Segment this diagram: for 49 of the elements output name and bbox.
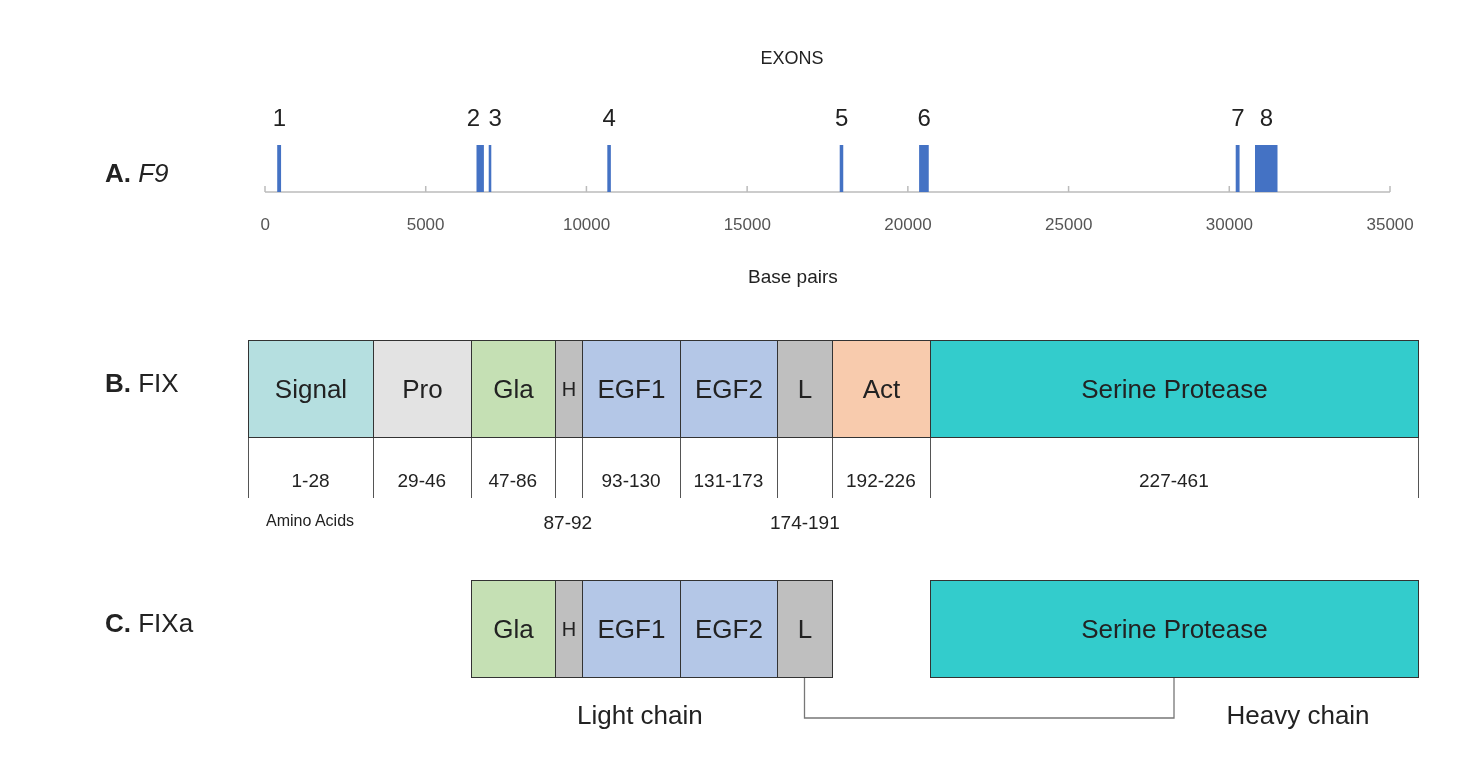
exon-number: 4 [602,104,616,132]
domain-box: L [777,580,833,678]
linkage-line [803,677,1175,719]
domain-box: Act [832,340,931,438]
exon-number: 3 [488,104,502,132]
domain-box: Gla [471,340,556,438]
residue-range: 174-191 [770,512,840,534]
residue-range: 192-226 [846,470,916,492]
exon-number: 5 [834,104,849,132]
exon-number: 7 [1231,104,1245,132]
panel-label: A. F9 [105,158,169,189]
domain-box: L [777,340,833,438]
domain-box: EGF2 [680,340,778,438]
chain-label: Light chain [577,700,703,731]
exon-number: 1 [272,104,286,132]
tick-label: 0 [260,215,270,235]
domain-box: Gla [471,580,556,678]
tick-label: 35000 [1366,215,1414,235]
domain-box: Serine Protease [930,580,1419,678]
residue-range: 227-461 [1139,470,1209,492]
tick-label: 10000 [562,215,611,235]
panel-label: C. FIXa [105,608,194,639]
residue-range: 87-92 [543,512,593,534]
tick-label: 25000 [1045,215,1093,235]
tick-label: 20000 [884,215,932,235]
panel-label: B. FIX [105,368,179,399]
domain-box: Signal [248,340,374,438]
axis-caption: Amino Acids [266,512,355,530]
residue-range: 1-28 [291,470,330,492]
domain-box: Serine Protease [930,340,1419,438]
axis-title: Base pairs [748,266,838,288]
tick-label: 30000 [1205,215,1254,235]
chain-label: Heavy chain [1226,700,1370,731]
tick-label: 15000 [723,215,771,235]
chart-title: EXONS [760,48,824,69]
exon-number: 6 [917,104,931,132]
domain-box: EGF1 [582,580,681,678]
domain-box: EGF2 [680,580,778,678]
domain-box: Pro [373,340,472,438]
residue-range: 93-130 [601,470,661,492]
residue-range: 29-46 [397,470,447,492]
domain-box: H [555,580,583,678]
exon-number: 2 [466,104,481,132]
residue-range: 47-86 [488,470,538,492]
domain-box: H [555,340,583,438]
exon-number: 8 [1259,104,1274,132]
domain-box: EGF1 [582,340,681,438]
residue-range: 131-173 [693,470,764,492]
tick-label: 5000 [406,215,445,235]
